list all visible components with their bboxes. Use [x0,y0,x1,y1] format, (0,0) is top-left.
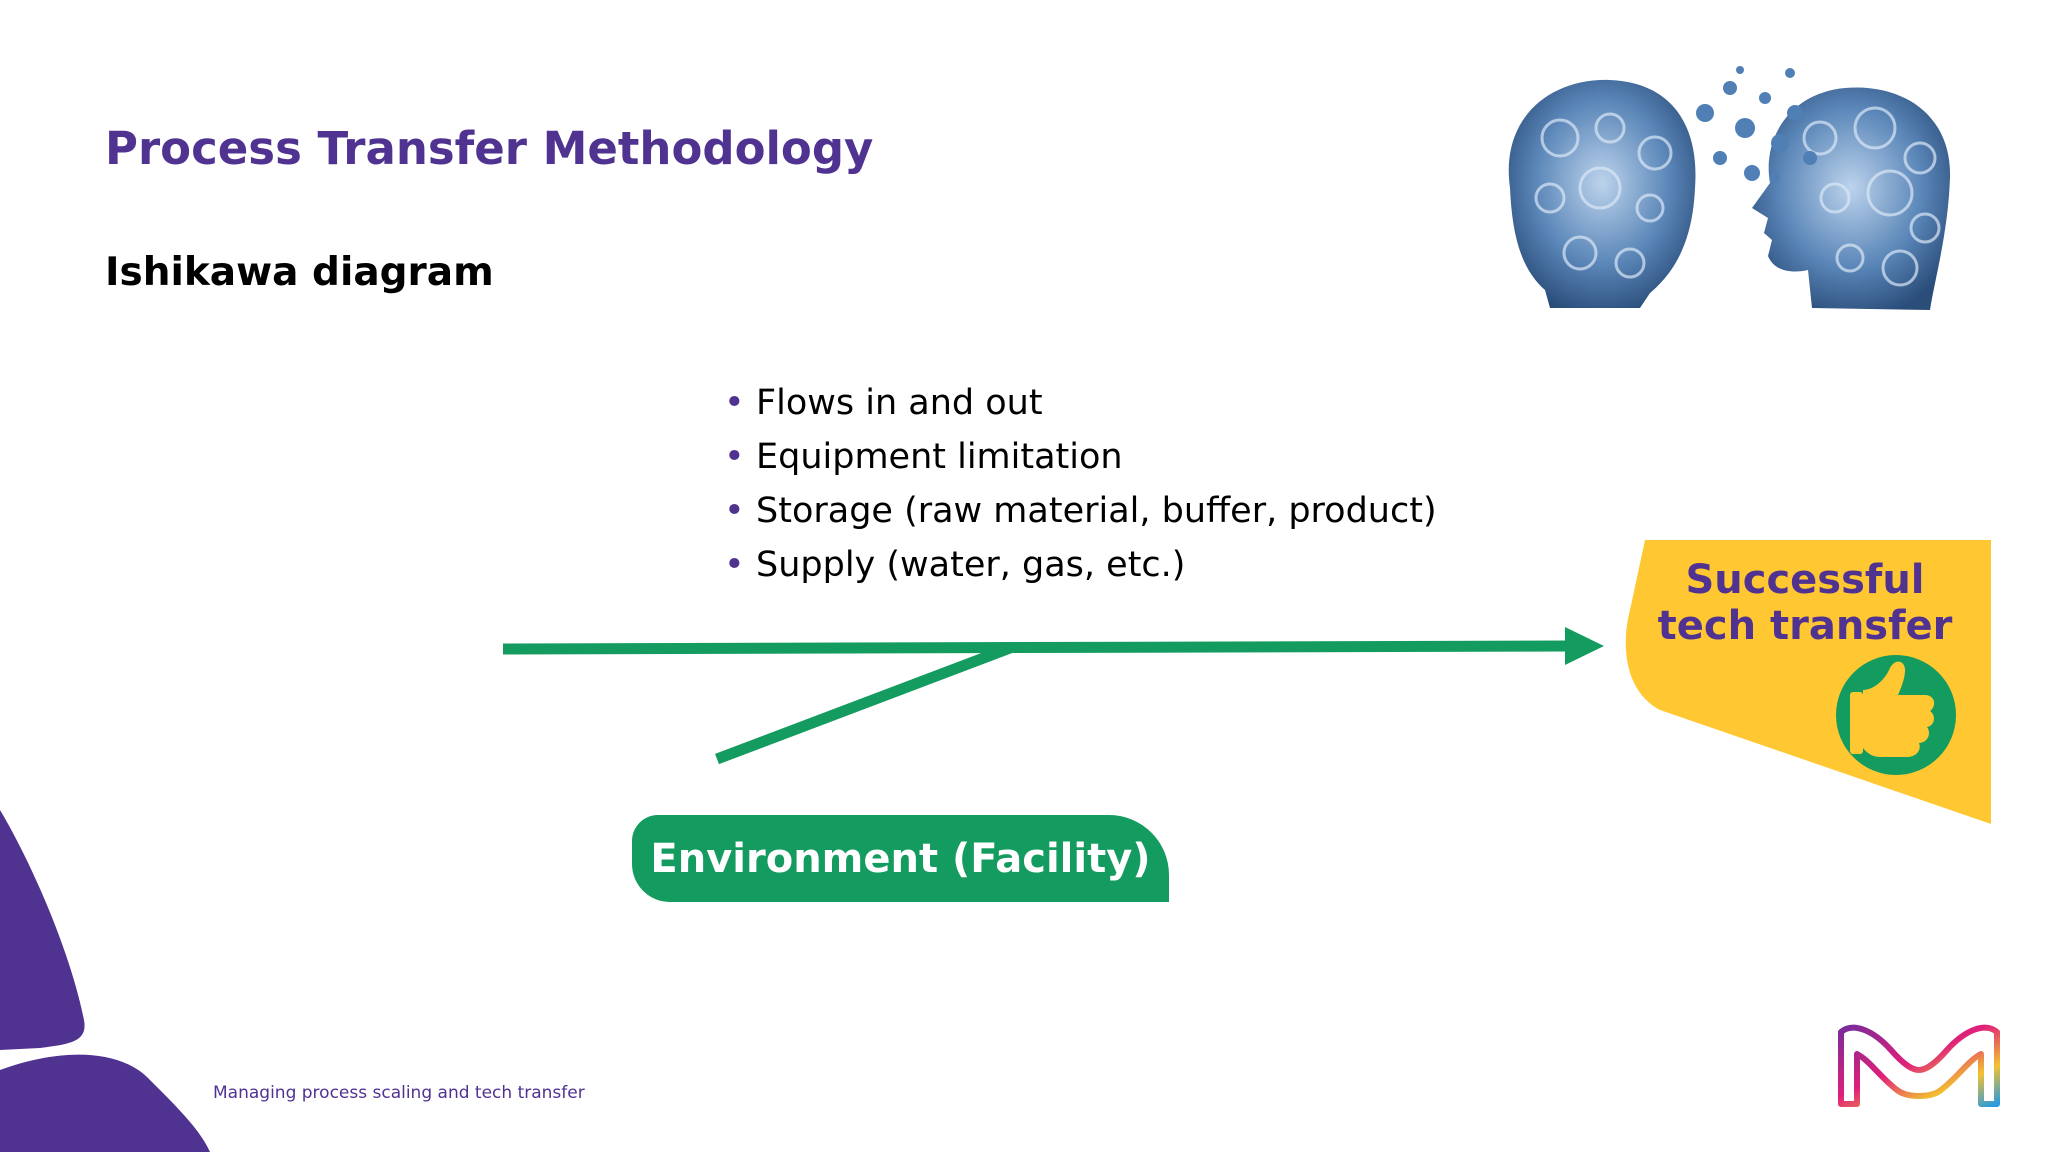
spine-arrowhead-icon [1565,627,1604,665]
slide-subtitle: Ishikawa diagram [105,250,494,295]
fishbone-spine [502,640,1571,655]
decorative-purple-shape [0,810,210,1152]
list-item: •Flows in and out [722,376,1437,430]
company-logo [1838,1024,2000,1107]
slide-title: Process Transfer Methodology [105,122,874,175]
bullet-dot-icon: • [724,437,745,477]
list-item: •Supply (water, gas, etc.) [722,538,1437,592]
list-item: •Storage (raw material, buffer, product) [722,484,1437,538]
page-number: 30 [104,1083,126,1103]
thumbs-up-icon [1836,655,1956,775]
category-label: Environment (Facility) [650,835,1151,882]
cause-bullet-list: •Flows in and out •Equipment limitation … [722,376,1437,592]
gear-heads-illustration [1508,66,1951,310]
footer-text: Managing process scaling and tech transf… [213,1083,585,1103]
fishbone-bone-environment [715,642,1012,765]
result-label: Successful tech transfer [1657,557,1953,649]
bullet-dot-icon: • [724,383,745,423]
category-box-environment: Environment (Facility) [632,815,1169,902]
bullet-dot-icon: • [724,545,745,585]
list-item: •Equipment limitation [722,430,1437,484]
bullet-dot-icon: • [724,491,745,531]
